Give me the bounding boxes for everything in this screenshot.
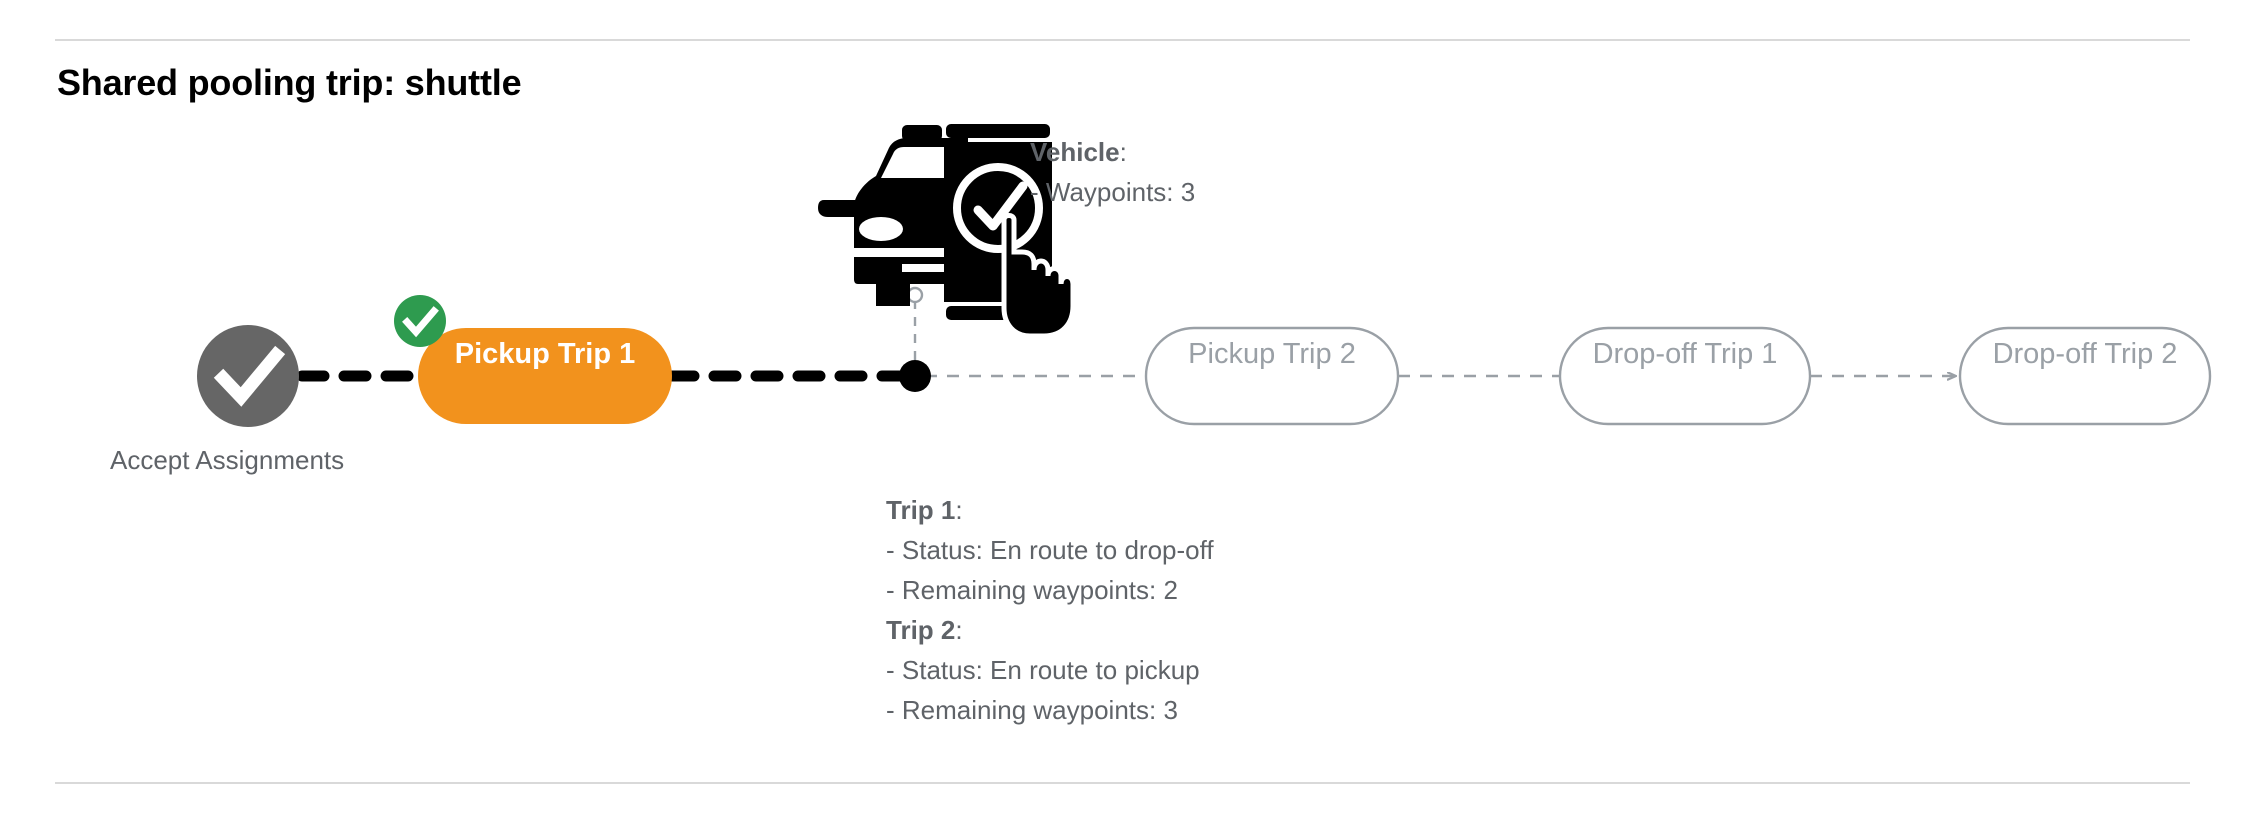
vehicle-phone-check-icon — [818, 124, 1076, 339]
trip1-status: - Status: En route to drop-off — [886, 535, 1214, 565]
vehicle-waypoints: - Waypoints: 3 — [1030, 177, 1196, 207]
accept-label-line2: Assignments — [195, 445, 345, 475]
vehicle-heading: Vehicle: — [1030, 132, 1195, 172]
vehicle-annotation: Vehicle: - Waypoints: 3 — [1030, 132, 1195, 212]
trip2-status: - Status: En route to pickup — [886, 655, 1200, 685]
step-node-dropoff-trip-2[interactable] — [1958, 326, 2212, 426]
step-node-pickup-trip-1[interactable] — [418, 328, 672, 424]
trip2-heading: Trip 2: — [886, 610, 1214, 650]
trip2-waypoints: - Remaining waypoints: 3 — [886, 695, 1178, 725]
step-node-pickup-trip-2[interactable] — [1144, 326, 1400, 426]
accept-label-line1: Accept — [110, 445, 190, 475]
trip2-heading-text: Trip 2 — [886, 615, 956, 645]
bottom-divider — [55, 782, 2190, 784]
vehicle-heading-colon: : — [1119, 137, 1127, 167]
trip1-heading: Trip 1: — [886, 490, 1214, 530]
trips-annotation: Trip 1: - Status: En route to drop-off -… — [886, 490, 1214, 730]
accept-assignments-node[interactable] — [197, 325, 299, 427]
step-node-dropoff-trip-1[interactable] — [1558, 326, 1812, 426]
trip2-heading-colon: : — [955, 615, 963, 645]
top-divider — [55, 39, 2190, 41]
vehicle-heading-text: Vehicle — [1030, 137, 1120, 167]
trip1-heading-text: Trip 1 — [886, 495, 956, 525]
trip1-waypoints: - Remaining waypoints: 2 — [886, 575, 1178, 605]
check-badge-icon — [394, 295, 446, 347]
page-title: Shared pooling trip: shuttle — [57, 62, 522, 103]
accept-assignments-label: Accept Assignments — [110, 440, 344, 480]
trip1-heading-colon: : — [955, 495, 963, 525]
